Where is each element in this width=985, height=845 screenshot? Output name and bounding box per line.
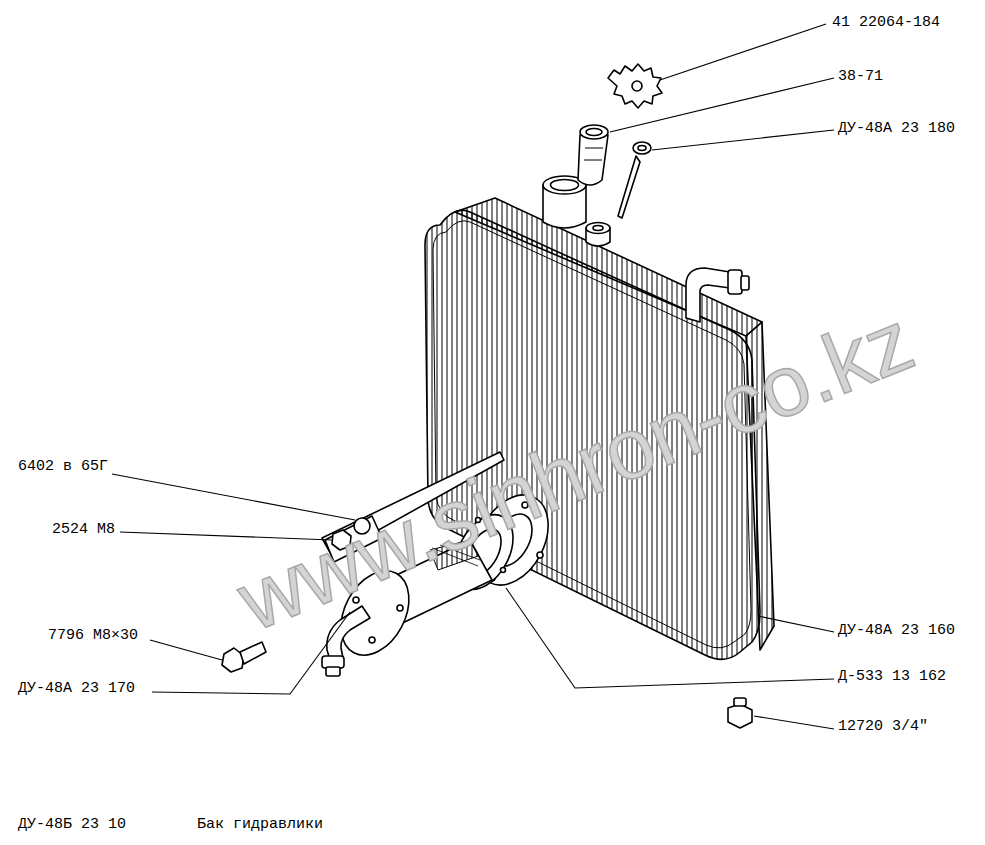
leader-line — [652, 130, 834, 150]
part-number: 41 22064-184 — [832, 14, 940, 32]
part-number: 38-71 — [838, 68, 883, 86]
leader-line — [610, 78, 834, 132]
part-number: ДУ-48Б 23 10 — [18, 816, 126, 834]
part-number: ДУ-48А 23 160 — [838, 622, 955, 640]
filler-neck — [543, 176, 586, 228]
filler-cap — [608, 64, 662, 108]
return-elbow — [686, 268, 749, 322]
drawing-title: Бак гидравлики — [197, 816, 323, 834]
leader-line — [150, 640, 222, 660]
dipstick — [618, 142, 651, 218]
leader-line — [112, 474, 355, 520]
part-number: 7796 М8×30 — [48, 627, 138, 645]
part-number: ДУ-48А 23 180 — [838, 120, 955, 138]
leader-line — [506, 588, 834, 688]
drain-plug — [728, 698, 752, 728]
leader-line — [758, 616, 834, 632]
part-number: 6402 в 65Г — [18, 458, 108, 476]
leader-line — [754, 716, 834, 729]
part-number: 12720 3/4″ — [838, 718, 928, 736]
dipstick-boss — [586, 223, 610, 247]
part-number: 2524 М8 — [52, 521, 115, 539]
bolt — [222, 642, 266, 672]
part-number: ДУ-48А 23 170 — [18, 680, 135, 698]
cap-center — [632, 81, 642, 91]
part-number: Д-533 13 162 — [838, 668, 946, 686]
leader-line — [660, 24, 826, 80]
filler-strainer — [578, 125, 608, 185]
